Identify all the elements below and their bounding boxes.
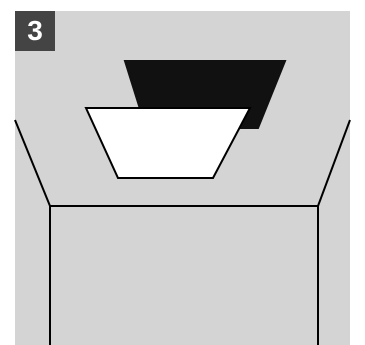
lid-front-panel-icon [84,107,252,179]
step-number-badge: 3 [15,11,55,51]
box-icon [14,119,351,345]
box-right-flap-line [317,119,351,207]
box-left-flap-line [14,119,51,207]
